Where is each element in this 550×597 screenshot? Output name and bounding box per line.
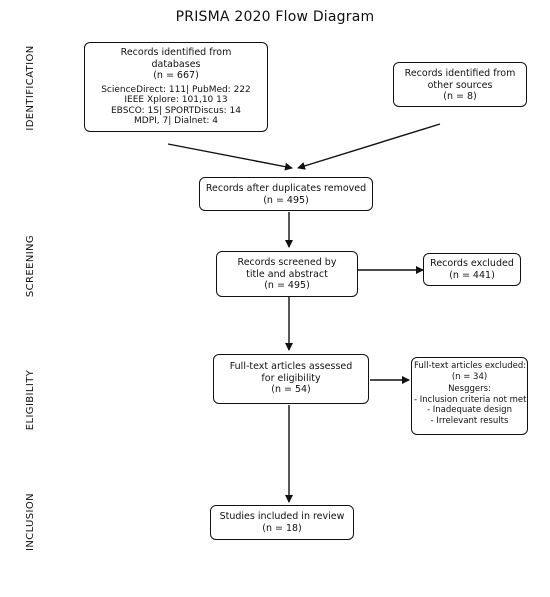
box-fulltext-excluded: Full-text articles excluded: (n = 34) Ne… (411, 357, 528, 435)
other-sources-count: (n = 8) (443, 91, 477, 102)
source-line-3: EBSCO: 1S| SPORTDiscus: 14 (111, 105, 241, 116)
fulltext-excluded-reason-1: - Inclusion criteria not met (414, 394, 527, 405)
box-records-screened: Records screened by title and abstract (… (216, 251, 358, 297)
included-count: (n = 18) (262, 522, 302, 534)
box-records-excluded: Records excluded (n = 441) (423, 253, 521, 286)
fulltext-excluded-reason-2: - Inadequate design (427, 405, 512, 415)
other-sources-heading-2: other sources (427, 79, 493, 91)
other-sources-heading-1: Records identified from (404, 68, 516, 79)
screened-count: (n = 495) (264, 280, 310, 291)
diagram-title: PRISMA 2020 Flow Diagram (175, 9, 375, 25)
box-fulltext-assessed: Full-text articles assessed for eligibil… (213, 354, 369, 404)
stage-label-identification: IDENTIFICATION (25, 45, 36, 131)
source-line-1: ScienceDirect: 111| PubMed: 222 (101, 84, 251, 95)
included-heading: Studies included in review (219, 511, 345, 522)
prisma-flow-diagram: PRISMA 2020 Flow Diagram IDENTIFICATION … (25, 9, 528, 551)
fulltext-excluded-heading: Full-text articles excluded: (414, 361, 527, 371)
arrow-other-to-duplicates (297, 123, 441, 170)
box-studies-included: Studies included in review (n = 18) (210, 505, 354, 540)
fulltext-assessed-heading-1: Full-text articles assessed (229, 361, 353, 372)
records-identified-count: (n = 667) (153, 70, 199, 81)
fulltext-excluded-count: (n = 34) (451, 371, 488, 382)
fulltext-excluded-reason-3: - Irrelevant results (430, 415, 509, 426)
after-duplicates-count: (n = 495) (263, 194, 309, 206)
box-records-other-sources: Records identified from other sources (n… (393, 62, 527, 107)
excluded-heading: Records excluded (430, 258, 514, 269)
stage-label-inclusion: INCLUSION (25, 492, 36, 552)
records-identified-heading-2: databases (151, 58, 201, 70)
fulltext-excluded-reasons-label: Nesggers: (448, 384, 491, 394)
records-identified-heading-1: Records identified from (120, 47, 232, 58)
fulltext-assessed-heading-2: for eligibility (261, 372, 321, 384)
box-records-identified-databases: Records identified from databases (n = 6… (84, 42, 268, 132)
source-line-2: IEEE Xplore: 101,10 13 (124, 95, 228, 105)
flow-arrows (167, 123, 441, 503)
fulltext-assessed-count: (n = 54) (271, 384, 311, 395)
box-after-duplicates: Records after duplicates removed (n = 49… (199, 177, 373, 211)
source-line-4: MDPI, 7| Dialnet: 4 (134, 116, 218, 126)
screened-heading-2: title and abstract (246, 268, 328, 280)
screened-heading-1: Records screened by (237, 257, 337, 268)
stage-label-screening: SCREENING (25, 234, 36, 298)
after-duplicates-heading: Records after duplicates removed (205, 183, 367, 194)
arrow-databases-to-duplicates (167, 143, 293, 171)
excluded-count: (n = 441) (449, 269, 495, 281)
